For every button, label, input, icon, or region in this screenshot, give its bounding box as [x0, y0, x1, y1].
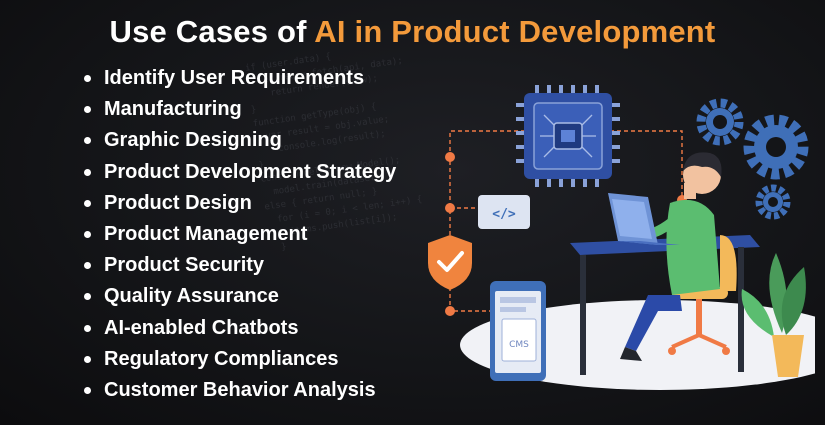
gear-icon [696, 98, 744, 146]
connector-lines [449, 130, 683, 312]
code-window-icon: </> [478, 195, 530, 229]
list-item: Quality Assurance [80, 281, 396, 312]
laptop-icon [608, 193, 680, 245]
list-item: Graphic Designing [80, 125, 396, 156]
title-accent: AI in Product Development [314, 14, 716, 49]
use-case-list: Identify User Requirements Manufacturing… [80, 63, 396, 406]
shield-check-icon [428, 235, 472, 290]
page-title: Use Cases of AI in Product Development [0, 14, 825, 50]
list-item: Product Security [80, 250, 396, 281]
title-prefix: Use Cases of [109, 14, 307, 49]
cms-phone-icon: CMS [490, 281, 546, 381]
connector-dot [445, 152, 455, 162]
list-item: Product Development Strategy [80, 157, 396, 188]
connector-dot [445, 203, 455, 213]
person-figure [620, 152, 722, 361]
code-tag-label: </> [492, 207, 516, 222]
list-item: Product Management [80, 219, 396, 250]
connector-dot [445, 306, 455, 316]
list-item: Manufacturing [80, 94, 396, 125]
ai-product-illustration: </> CMS [428, 85, 815, 390]
gear-icon [755, 184, 791, 220]
list-item: Regulatory Compliances [80, 344, 396, 375]
list-item: Customer Behavior Analysis [80, 375, 396, 406]
cpu-chip-icon [516, 85, 620, 187]
plant-icon [741, 253, 806, 377]
list-item: Identify User Requirements [80, 63, 396, 94]
gear-icon [743, 114, 809, 180]
cms-label: CMS [509, 340, 529, 350]
list-item: AI-enabled Chatbots [80, 313, 396, 344]
list-item: Product Design [80, 188, 396, 219]
